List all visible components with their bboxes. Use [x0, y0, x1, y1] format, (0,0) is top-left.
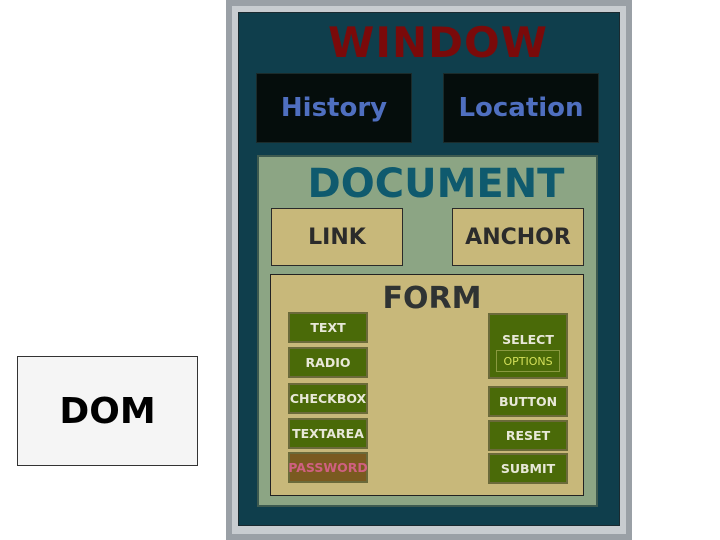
history-label: History [280, 93, 388, 123]
password-box: PASSWORD [288, 452, 368, 483]
dom-label: DOM [59, 390, 156, 432]
text-field-box: TEXT [288, 312, 368, 343]
reset-label: RESET [505, 428, 551, 443]
options-label: OPTIONS [503, 354, 553, 368]
radio-label: RADIO [305, 355, 351, 370]
password-label: PASSWORD [288, 460, 368, 475]
form-title: FORM [382, 280, 482, 316]
button-label: BUTTON [498, 394, 558, 409]
document-title: DOCUMENT [307, 161, 565, 207]
location-box: Location [443, 73, 599, 143]
text-field-label: TEXT [310, 320, 346, 335]
dom-label-box: DOM [17, 356, 198, 466]
anchor-label: ANCHOR [465, 224, 571, 250]
anchor-box: ANCHOR [452, 208, 584, 266]
submit-label: SUBMIT [500, 461, 556, 476]
button-box: BUTTON [488, 386, 568, 417]
select-label: SELECT [502, 331, 554, 347]
checkbox-label: CHECKBOX [289, 391, 367, 406]
textarea-label: TEXTAREA [292, 426, 364, 441]
window-title: WINDOW [328, 17, 548, 67]
history-box: History [256, 73, 412, 143]
reset-box: RESET [488, 420, 568, 451]
textarea-box: TEXTAREA [288, 418, 368, 449]
location-label: Location [458, 93, 584, 123]
submit-box: SUBMIT [488, 453, 568, 484]
checkbox-box: CHECKBOX [288, 383, 368, 414]
link-label: LINK [308, 224, 366, 250]
link-box: LINK [271, 208, 403, 266]
options-box: OPTIONS [496, 350, 560, 372]
radio-box: RADIO [288, 347, 368, 378]
